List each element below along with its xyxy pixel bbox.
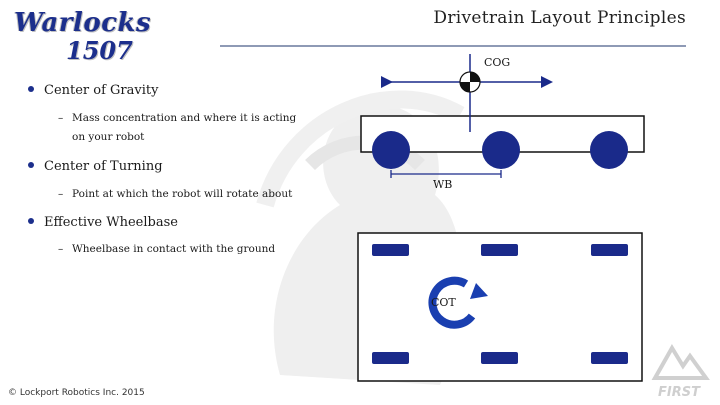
logo-text-line1: Warlocks xyxy=(14,8,152,38)
bullet-dot-icon xyxy=(28,161,34,168)
wheel-front xyxy=(372,131,410,169)
bullet-dot-icon xyxy=(28,85,34,92)
wheel-rear xyxy=(590,131,628,169)
first-logo-text: FIRST xyxy=(658,385,701,400)
sub-bullet-line: Mass concentration and where it is actin… xyxy=(72,112,297,124)
wheel-top-middle-right xyxy=(481,352,518,364)
bullet-item: Center of Turning xyxy=(28,159,163,174)
wheel-top-front-right xyxy=(372,352,409,364)
wheel-middle xyxy=(482,131,520,169)
bullet-item: Effective Wheelbase xyxy=(28,215,178,230)
bullet-dot-icon xyxy=(28,217,34,224)
sub-bullet-line: on your robot xyxy=(72,131,145,143)
bullet-label: Effective Wheelbase xyxy=(44,215,178,230)
wheel-top-rear-left xyxy=(591,244,628,256)
copyright-text: © Lockport Robotics Inc. 2015 xyxy=(8,388,145,398)
warlocks-logo: Warlocks 1507 xyxy=(14,8,151,65)
cot-label: COT xyxy=(431,296,456,309)
bullet-label: Center of Gravity xyxy=(44,83,159,98)
bullet-label: Center of Turning xyxy=(44,159,163,174)
cog-marker-icon xyxy=(459,71,481,93)
wheelbase-label: WB xyxy=(433,178,452,191)
wheel-top-rear-right xyxy=(591,352,628,364)
rotation-arrow-icon xyxy=(428,276,488,329)
cog-label: COG xyxy=(484,56,510,69)
first-logo-icon: FIRST xyxy=(651,344,710,400)
sub-bullet-line: Point at which the robot will rotate abo… xyxy=(72,188,293,200)
title-divider xyxy=(220,45,686,47)
sub-bullet-item: – Point at which the robot will rotate a… xyxy=(58,185,293,204)
wheel-top-middle-left xyxy=(481,244,518,256)
slide-title: Drivetrain Layout Principles xyxy=(433,8,686,28)
sub-bullet-item: – Wheelbase in contact with the ground xyxy=(58,240,276,259)
wheel-top-front-left xyxy=(372,244,409,256)
sub-bullet-line: Wheelbase in contact with the ground xyxy=(72,243,276,255)
bullet-item: Center of Gravity xyxy=(28,83,158,98)
logo-text-line2: 1507 xyxy=(66,36,133,65)
sub-bullet-item: – Mass concentration and where it is act… xyxy=(58,109,297,147)
